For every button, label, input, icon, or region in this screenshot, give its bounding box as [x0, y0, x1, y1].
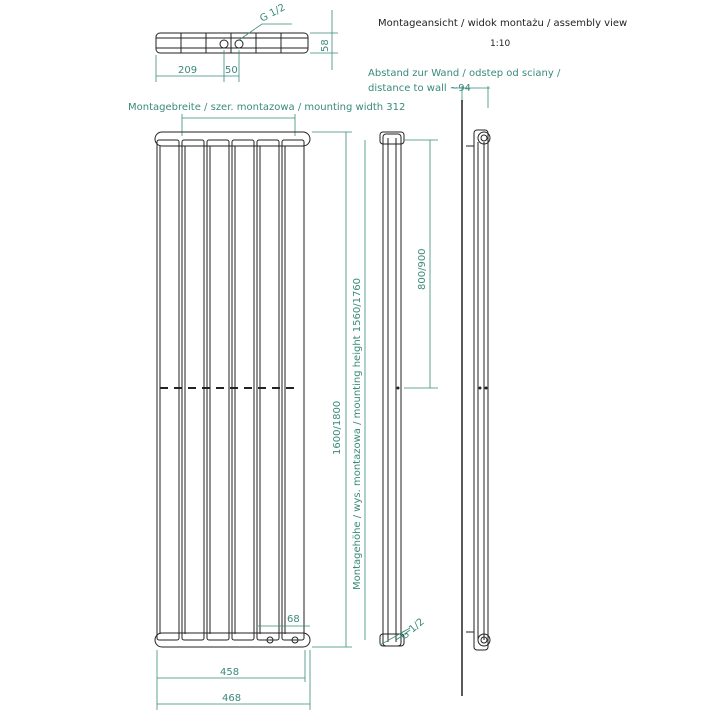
wall-view-radiator	[473, 129, 489, 651]
drawing-scale: 1:10	[490, 39, 510, 49]
outer-width-dimension: 468	[222, 693, 241, 704]
panel-4	[231, 139, 255, 641]
bracket-spacing-dimension	[379, 139, 438, 646]
pipe-connection-right	[234, 39, 244, 49]
height-dimensions	[258, 131, 366, 648]
side-pipe-label: G 1/2	[399, 616, 427, 642]
top-view-outline	[155, 32, 309, 54]
radiator-front	[154, 131, 311, 648]
drawing-title: Montageansicht / widok montażu / assembl…	[378, 18, 627, 29]
top-view	[155, 32, 309, 54]
wall-view	[461, 100, 491, 696]
top-pipe-label: G 1/2	[258, 2, 287, 24]
wall-distance-label-2: distance to wall ~94	[368, 83, 471, 94]
pipe-connection-left	[219, 39, 229, 49]
wall-top-connection	[477, 131, 491, 145]
panel-6	[281, 139, 305, 641]
connection-spacing-dimension: 50	[225, 65, 238, 76]
top-view-dimensions	[155, 10, 338, 82]
panel-3	[206, 139, 230, 641]
side-outline	[382, 133, 402, 647]
bracket-spacing-label: 800/900	[417, 248, 428, 290]
wall-distance-label: Abstand zur Wand / odstep od sciany /	[368, 68, 561, 79]
width-dimensions	[156, 650, 311, 710]
left-offset-dimension: 209	[178, 65, 197, 76]
inner-width-dimension: 458	[220, 667, 239, 678]
mounting-width-label: Montagebreite / szer. montazowa / mounti…	[128, 102, 405, 113]
wall-bracket-mark-1	[478, 386, 482, 390]
wall-bracket-mark-2	[484, 386, 488, 390]
panel-5	[256, 139, 280, 641]
depth-dimension: 58	[320, 39, 331, 52]
wall-bottom-connection	[477, 633, 491, 647]
panel-2	[181, 139, 205, 641]
bottom-connection-dimension: 68	[287, 614, 300, 625]
radiator-side	[379, 131, 405, 647]
panel-1	[156, 139, 180, 641]
mounting-width-dimension	[181, 114, 296, 136]
mounting-height-label: Montagehöhe / wys. montazowa / mounting …	[352, 278, 363, 590]
overall-height-dimension: 1600/1800	[332, 401, 343, 455]
side-bracket-mark	[396, 386, 400, 390]
